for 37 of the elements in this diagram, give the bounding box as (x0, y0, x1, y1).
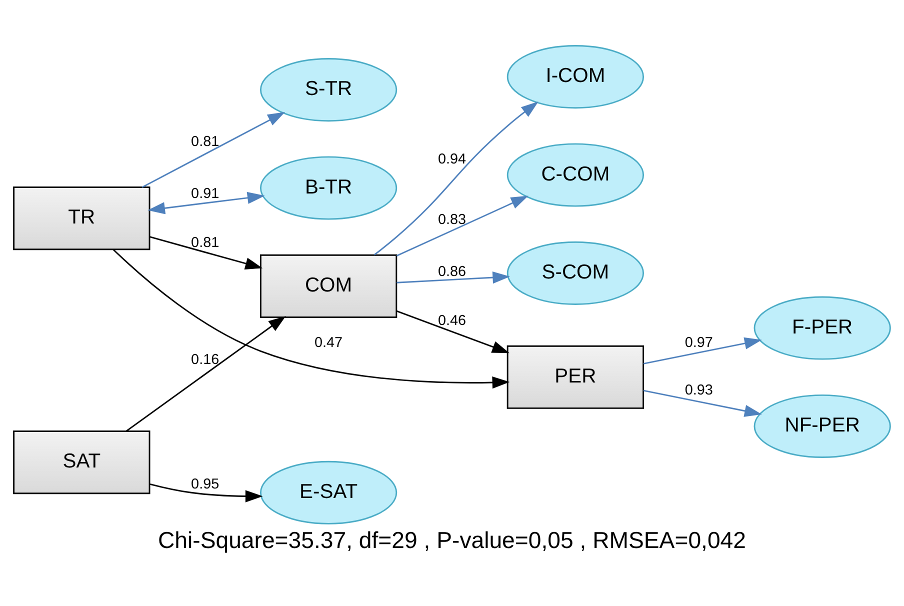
arrow (396, 195, 528, 256)
node-box: PER (506, 344, 644, 408)
arrow (112, 248, 510, 388)
node-ellipse: E-SAT (260, 460, 398, 524)
edge-label: 0.16 (191, 352, 220, 368)
node-ellipse: B-TR (260, 156, 398, 220)
edge-label: 0.97 (684, 334, 713, 350)
arrow (374, 101, 538, 255)
arrow (126, 315, 286, 432)
edge-label: 0.93 (684, 382, 713, 398)
node-ellipse: NF-PER (754, 394, 891, 458)
arrow (396, 310, 510, 353)
node-box: TR (13, 186, 150, 250)
node-box: COM (260, 254, 398, 318)
arrow (142, 111, 286, 188)
edge-label: 0.95 (191, 476, 220, 492)
edge-label: 0.81 (191, 234, 220, 251)
arrow (643, 336, 762, 364)
edge-label: 0.86 (438, 264, 466, 280)
arrow (150, 482, 263, 502)
node-ellipse: S-COM (506, 240, 644, 304)
arrow (150, 236, 263, 269)
arrow (148, 191, 265, 214)
arrow (396, 270, 510, 284)
caption: Chi-Square=35.37, df=29 , P-value=0,05 , RMSEA=0,042 (158, 526, 746, 552)
edge-label: 0.83 (438, 212, 466, 228)
edge-label: 0.94 (438, 150, 466, 167)
node-ellipse: S-TR (260, 58, 398, 122)
edge-label: 0.81 (191, 134, 220, 150)
arrow (643, 389, 762, 416)
edge-label: 0.47 (314, 334, 343, 350)
node-box: SAT (13, 430, 150, 494)
edge-label: 0.46 (438, 312, 466, 329)
node-ellipse: I-COM (506, 44, 644, 108)
node-ellipse: C-COM (506, 142, 644, 206)
node-ellipse: F-PER (754, 296, 891, 360)
edge-label: 0.91 (191, 186, 220, 202)
